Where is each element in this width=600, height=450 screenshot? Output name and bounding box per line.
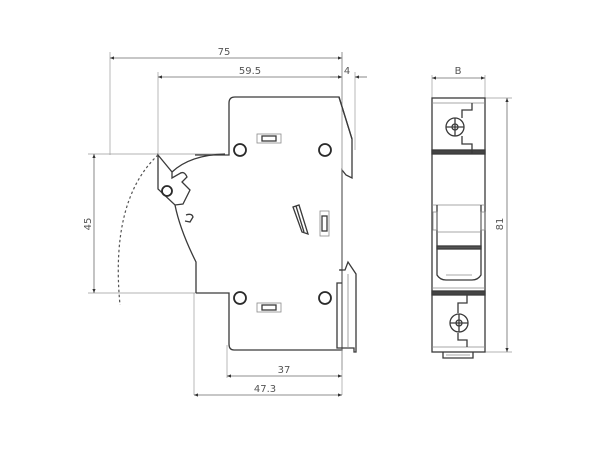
- mount-hole-icon: [233, 143, 247, 157]
- mount-hole-icon: [233, 291, 247, 305]
- dimension-75: 75: [110, 47, 342, 60]
- screw-icon-bottom: [449, 313, 469, 333]
- dimension-81: 81: [485, 97, 512, 353]
- dimension-b: B: [431, 66, 486, 98]
- screw-icon-top: [445, 117, 465, 137]
- indicator-window: [319, 210, 330, 237]
- dimension-label: 45: [83, 218, 94, 231]
- din-clip: [336, 260, 357, 353]
- lever-swing-arc: [117, 154, 159, 306]
- dimension-4: 4: [330, 66, 367, 79]
- dimension-label: B: [455, 66, 462, 77]
- device-body-outline: [195, 96, 353, 351]
- dimension-label: 75: [218, 47, 231, 58]
- indicator-mark: [292, 204, 309, 236]
- dimension-label: 47.3: [254, 384, 276, 395]
- dimension-47-3: 47.3: [194, 384, 342, 397]
- mount-hole-icon: [318, 143, 332, 157]
- front-view: B 81: [431, 66, 512, 359]
- terminal-slot: [256, 133, 282, 144]
- dimension-label: 37: [278, 365, 291, 376]
- dimension-59-5: 59.5: [158, 66, 342, 79]
- din-clip-tab: [442, 352, 474, 359]
- dimension-label: 59.5: [239, 66, 261, 77]
- terminal-slot: [256, 302, 282, 313]
- pivot-icon: [161, 185, 173, 197]
- dimension-37: 37: [227, 365, 342, 378]
- lever-handle: [117, 153, 226, 306]
- dimension-label: 4: [344, 66, 350, 77]
- side-view: 75 59.5 4 45 37 47.3: [83, 47, 367, 397]
- dimension-label: 81: [495, 218, 506, 231]
- dimension-45: 45: [83, 154, 96, 293]
- mount-hole-icon: [318, 291, 332, 305]
